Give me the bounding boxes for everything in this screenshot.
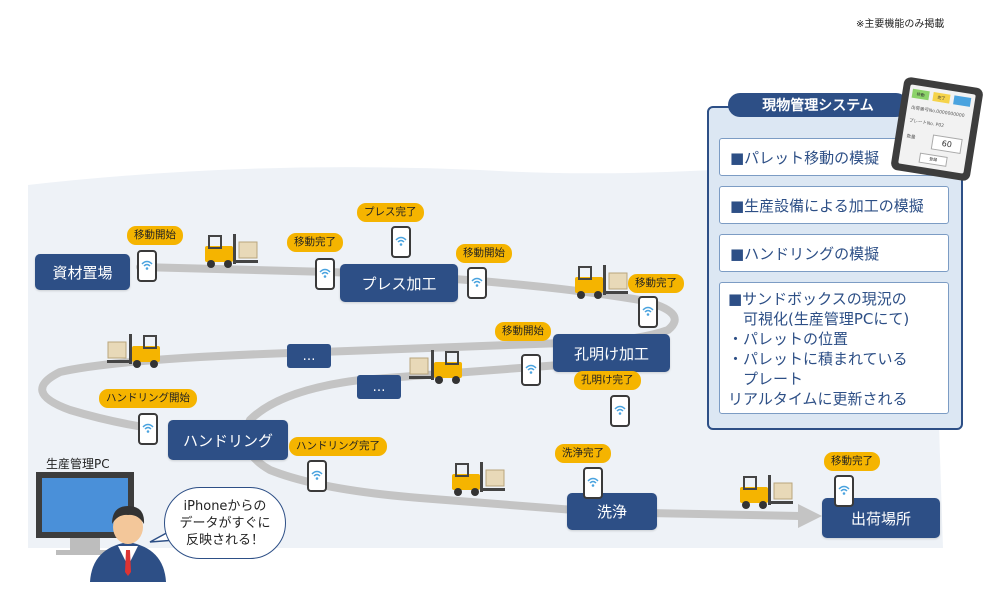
- wifi-phone-icon: [391, 226, 411, 258]
- bubble-line: データがすぐに: [179, 516, 271, 531]
- ellipsis-box: …: [357, 375, 401, 399]
- wifi-phone-icon: [138, 413, 158, 445]
- panel-detail-line: プレート: [728, 370, 804, 388]
- bubble-line: 反映される！: [185, 533, 264, 548]
- wifi-phone-icon: [315, 258, 335, 290]
- wifi-phone-icon: [610, 395, 630, 427]
- station-materials: 資材置場: [35, 254, 130, 290]
- speech-bubble: iPhoneからの データがすぐに 反映される！: [164, 487, 286, 559]
- tag-drill-done: 孔明け完了: [574, 371, 641, 390]
- tag-wash-done: 洗浄完了: [555, 444, 611, 463]
- tablet-confirm: 登録: [918, 152, 948, 167]
- tablet-line: プレートNo. P02: [908, 118, 945, 130]
- wifi-phone-icon: [307, 460, 327, 492]
- tag-move-done: 移動完了: [824, 452, 880, 471]
- tag-press-done: プレス完了: [357, 203, 424, 222]
- panel-detail-line: リアルタイムに更新される: [728, 390, 908, 408]
- station-handling: ハンドリング: [168, 420, 288, 460]
- tablet-button: 移動: [911, 88, 930, 101]
- tablet-icon: 移動 完了 出荷番号No.0000000000 プレートNo. P02 数量 6…: [890, 76, 984, 182]
- pc-monitor-icon: [36, 472, 134, 555]
- forklift-icon: [205, 234, 258, 268]
- panel-item: ■ハンドリングの模擬: [719, 234, 949, 272]
- wifi-phone-icon: [834, 475, 854, 507]
- forklift-icon: [740, 475, 793, 509]
- panel-detail-line: ■サンドボックスの現況の: [728, 290, 907, 308]
- station-press: プレス加工: [340, 264, 458, 302]
- tag-move-start: 移動開始: [127, 226, 183, 245]
- tablet-qty-value: 60: [930, 134, 963, 154]
- tablet-line: 出荷番号No.0000000000: [910, 105, 965, 120]
- flow-arrowhead: [798, 504, 822, 528]
- bubble-line: iPhoneからの: [183, 499, 267, 514]
- panel-detail: ■サンドボックスの現況の 可視化(生産管理PCにて) ・パレットの位置 ・パレッ…: [719, 282, 949, 414]
- forklift-icon: [575, 265, 628, 299]
- forklift-icon: [452, 462, 505, 496]
- tablet-button: [953, 95, 972, 107]
- pc-label: 生産管理PC: [46, 457, 110, 471]
- panel-item: ■生産設備による加工の模擬: [719, 186, 949, 224]
- station-washing: 洗浄: [567, 493, 657, 530]
- panel-detail-line: ・パレットの位置: [728, 330, 849, 348]
- note-text: ※主要機能のみ掲載: [856, 19, 945, 30]
- ellipsis-box: …: [287, 344, 331, 368]
- forklift-icon: [107, 334, 160, 368]
- tag-handling-start: ハンドリング開始: [99, 389, 197, 408]
- panel-detail-line: ・パレットに積まれている: [728, 350, 908, 368]
- person-icon: [90, 506, 166, 582]
- tag-move-done: 移動完了: [628, 274, 684, 293]
- tablet-button: 完了: [932, 92, 951, 104]
- tablet-qty-label: 数量: [906, 134, 916, 141]
- tag-move-done: 移動完了: [287, 233, 343, 252]
- tablet-screen: 移動 完了 出荷番号No.0000000000 プレートNo. P02 数量 6…: [898, 84, 976, 174]
- panel-title: 現物管理システム: [728, 93, 908, 117]
- tag-handling-done: ハンドリング完了: [289, 437, 387, 456]
- station-drilling: 孔明け加工: [553, 334, 670, 372]
- wifi-phone-icon: [467, 267, 487, 299]
- panel-detail-line: 可視化(生産管理PCにて): [728, 310, 910, 328]
- tag-move-start: 移動開始: [495, 322, 551, 341]
- wifi-phone-icon: [638, 296, 658, 328]
- forklift-icon: [409, 350, 462, 384]
- wifi-phone-icon: [583, 467, 603, 499]
- tag-move-start: 移動開始: [456, 244, 512, 263]
- wifi-phone-icon: [137, 250, 157, 282]
- wifi-phone-icon: [521, 354, 541, 386]
